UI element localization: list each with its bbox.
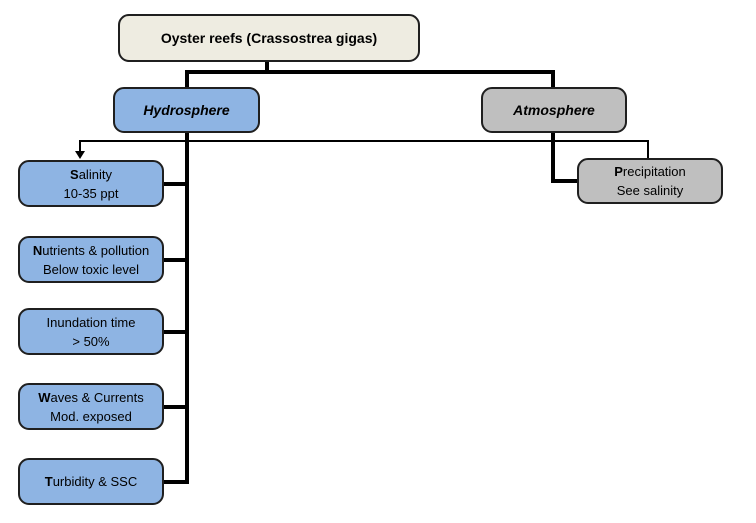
node-inundation-value: > 50% xyxy=(72,333,110,349)
node-hydrosphere: Hydrosphere xyxy=(113,87,260,133)
bold-lead: W xyxy=(38,389,51,405)
link-precipitation-drop xyxy=(647,140,649,158)
node-waves: Waves & Currents Mod. exposed xyxy=(18,383,164,430)
connector-to-hydrosphere xyxy=(185,70,189,87)
bold-lead: T xyxy=(44,474,53,489)
arrow-down-icon xyxy=(75,151,85,159)
connector-root-crossbar xyxy=(185,70,555,74)
connector-hydrosphere-trunk xyxy=(185,133,189,484)
node-oyster-reefs: Oyster reefs (Crassostrea gigas) xyxy=(118,14,420,62)
connector-root-stem xyxy=(265,62,269,74)
node-nutrients-value: Below toxic level xyxy=(42,261,140,277)
node-hydrosphere-label: Hydrosphere xyxy=(143,102,230,118)
link-salinity-precipitation-horizontal xyxy=(79,140,649,142)
connector-stub-precipitation xyxy=(551,179,577,183)
connector-stub-inundation xyxy=(163,330,187,334)
node-waves-value: Mod. exposed xyxy=(50,408,132,424)
node-atmosphere: Atmosphere xyxy=(481,87,627,133)
bold-lead: P xyxy=(614,164,623,179)
bold-lead: N xyxy=(32,242,43,258)
title-rest: Inundation time xyxy=(46,314,136,330)
title-rest: alinity xyxy=(78,166,112,182)
node-turbidity: Turbidity & SSC xyxy=(18,458,164,505)
title-rest: utrients & pollution xyxy=(42,242,150,258)
connector-stub-nutrients xyxy=(163,258,187,262)
title-rest: aves & Currents xyxy=(50,389,144,405)
node-salinity: Salinity 10-35 ppt xyxy=(18,160,164,207)
node-nutrients: Nutrients & pollution Below toxic level xyxy=(18,236,164,283)
link-salinity-drop xyxy=(79,140,81,153)
node-inundation: Inundation time > 50% xyxy=(18,308,164,355)
title-rest: recipitation xyxy=(622,164,686,179)
node-salinity-title: Salinity xyxy=(70,165,112,184)
node-oyster-reefs-label: Oyster reefs (Crassostrea gigas) xyxy=(160,30,378,46)
connector-stub-waves xyxy=(163,405,187,409)
node-precipitation: Precipitation See salinity xyxy=(577,158,723,204)
connector-to-atmosphere xyxy=(551,70,555,87)
node-inundation-title: Inundation time xyxy=(47,313,136,332)
bold-lead: S xyxy=(70,166,79,182)
node-atmosphere-label: Atmosphere xyxy=(513,102,595,118)
node-precipitation-value: See salinity xyxy=(616,183,684,198)
node-precipitation-title: Precipitation xyxy=(614,162,686,181)
connector-stub-salinity xyxy=(163,182,187,186)
connector-stub-turbidity xyxy=(163,480,187,484)
title-rest: urbidity & SSC xyxy=(52,474,138,489)
node-turbidity-title: Turbidity & SSC xyxy=(45,472,138,491)
node-waves-title: Waves & Currents xyxy=(38,388,143,407)
node-salinity-value: 10-35 ppt xyxy=(63,185,119,201)
connector-atmosphere-trunk xyxy=(551,133,555,183)
node-nutrients-title: Nutrients & pollution xyxy=(33,241,149,260)
